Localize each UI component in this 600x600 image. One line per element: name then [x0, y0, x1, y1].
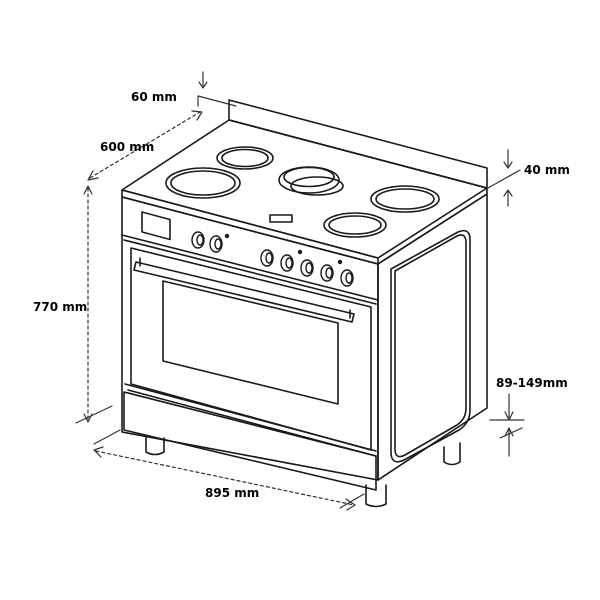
- dimension-label-height: 770 mm: [33, 300, 88, 314]
- oven-door: [130, 247, 372, 451]
- dimension-label-depth: 600 mm: [100, 140, 155, 154]
- knob-5: [300, 259, 314, 277]
- dimension-label-top-clearance: 60 mm: [131, 90, 177, 104]
- burner-back-left: [216, 146, 274, 170]
- stove-front-body: [121, 196, 379, 481]
- dimension-label-feet: 89-149mm: [496, 376, 568, 390]
- foot-front-right: [365, 484, 387, 508]
- burner-front-left: [165, 167, 241, 199]
- burner-front-right: [323, 212, 387, 238]
- display-panel: [141, 211, 171, 241]
- dim-splashback: [487, 149, 521, 207]
- dimension-lines: [75, 71, 525, 511]
- storage-drawer: [123, 383, 377, 491]
- dimension-label-splashback: 40 mm: [524, 163, 570, 177]
- control-knobs: [191, 231, 354, 287]
- knob-4: [280, 254, 294, 272]
- side-panel: [377, 193, 488, 481]
- knob-7: [340, 269, 354, 287]
- burner-back-right: [370, 185, 440, 213]
- knob-1: [191, 231, 205, 249]
- indicator-light: [224, 233, 230, 239]
- dim-feet: [489, 393, 525, 457]
- cooktop-badge: [269, 214, 293, 223]
- burner-center: [278, 166, 344, 196]
- dim-depth: [89, 111, 201, 179]
- indicator-light-2: [297, 249, 303, 255]
- knob-3: [260, 249, 274, 267]
- dim-width: [93, 429, 365, 509]
- burners: [165, 146, 440, 238]
- foot-back-right: [443, 442, 461, 466]
- backsplash: [228, 99, 488, 189]
- dim-width-line: [95, 450, 355, 506]
- indicator-light-3: [337, 259, 343, 265]
- feet: [145, 435, 461, 508]
- knob-2: [209, 235, 223, 253]
- dimension-label-width: 895 mm: [205, 486, 260, 500]
- knob-6: [320, 264, 334, 282]
- foot-front-left: [145, 435, 165, 456]
- oven-handle: [133, 261, 355, 323]
- dim-top-clearance: [197, 71, 237, 107]
